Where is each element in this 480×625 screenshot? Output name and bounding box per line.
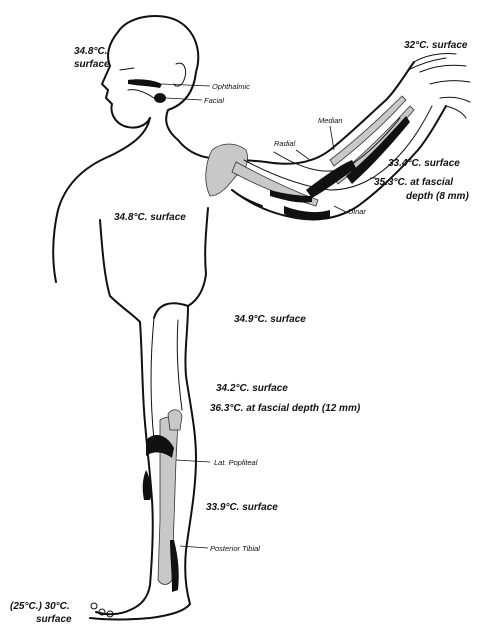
hand-surface-label: 32°C. surface: [404, 40, 468, 51]
calf-surface-label: 33.9°C. surface: [206, 502, 278, 513]
forearm-depth-label: depth (8 mm): [406, 191, 469, 202]
radial-label: Radial: [274, 139, 296, 148]
foot-temp-label: (25°C.) 30°C.: [10, 601, 70, 612]
knee-fascial-label: 36.3°C. at fascial depth (12 mm): [210, 403, 361, 414]
foot-surface-label: surface: [36, 614, 72, 625]
posterior-tibial-label: Posterior Tibial: [210, 544, 260, 553]
ophthalmic-label: Ophthalmic: [212, 82, 250, 91]
leg-outline: [90, 306, 196, 620]
forearm-surface-label: 33.4°C. surface: [388, 158, 460, 169]
trunk-surface-label: 34.8°C. surface: [114, 212, 186, 223]
knee-surface-label: 34.2°C. surface: [216, 383, 288, 394]
hip-surface-label: 34.9°C. surface: [234, 314, 306, 325]
head-vessels: [128, 79, 166, 103]
forearm-fascial-label: 35.3°C. at fascial: [374, 177, 453, 188]
ear-outline: [174, 63, 186, 86]
facial-label: Facial: [204, 96, 224, 105]
lat-popliteal-label: Lat. Popliteal: [214, 458, 258, 467]
ulnar-label: Ulnar: [348, 207, 366, 216]
head-temp-label: 34.8°C.: [74, 46, 107, 57]
head-surface-label: surface: [74, 59, 110, 70]
median-label: Median: [318, 116, 343, 125]
